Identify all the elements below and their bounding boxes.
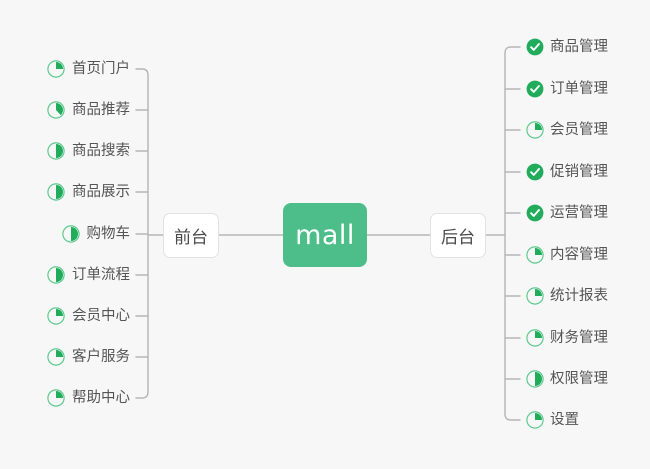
leaf-item-label: 商品管理 bbox=[550, 39, 608, 55]
leaf-item-back-2[interactable]: 会员管理 bbox=[526, 119, 608, 141]
leaf-item-label: 商品推荐 bbox=[72, 102, 130, 118]
leaf-item-label: 财务管理 bbox=[550, 330, 608, 346]
pie-progress-icon bbox=[61, 225, 80, 243]
pie-progress-icon bbox=[47, 101, 65, 119]
check-circle-icon bbox=[526, 38, 544, 56]
leaf-item-front-4[interactable]: 购物车 bbox=[61, 223, 131, 245]
branch-node-back-label: 后台 bbox=[441, 228, 475, 248]
pie-progress-icon bbox=[47, 389, 65, 407]
leaf-item-label: 统计报表 bbox=[550, 288, 608, 304]
leaf-item-front-2[interactable]: 商品搜索 bbox=[47, 140, 130, 162]
leaf-item-label: 购物车 bbox=[86, 226, 131, 242]
check-circle-icon bbox=[526, 163, 544, 181]
left-stub-8 bbox=[135, 391, 149, 399]
leaf-item-back-6[interactable]: 统计报表 bbox=[526, 285, 608, 307]
pie-progress-icon bbox=[526, 329, 544, 347]
pie-progress-icon bbox=[47, 348, 65, 366]
leaf-item-front-7[interactable]: 客户服务 bbox=[47, 346, 130, 368]
left-stub-0 bbox=[135, 68, 149, 76]
leaf-item-back-9[interactable]: 设置 bbox=[526, 409, 579, 431]
leaf-item-back-5[interactable]: 内容管理 bbox=[526, 244, 608, 266]
right-stub-0 bbox=[504, 46, 521, 54]
leaf-item-back-3[interactable]: 促销管理 bbox=[526, 161, 608, 183]
leaf-item-back-0[interactable]: 商品管理 bbox=[526, 36, 608, 58]
pie-progress-icon bbox=[47, 307, 65, 325]
leaf-item-label: 帮助中心 bbox=[72, 390, 130, 406]
pie-progress-icon bbox=[526, 121, 544, 139]
pie-progress-icon bbox=[47, 183, 65, 201]
branch-node-back[interactable]: 后台 bbox=[430, 213, 486, 258]
leaf-item-front-1[interactable]: 商品推荐 bbox=[47, 99, 130, 121]
leaf-item-label: 促销管理 bbox=[550, 164, 608, 180]
pie-progress-icon bbox=[526, 370, 544, 388]
branch-node-front-label: 前台 bbox=[174, 228, 208, 248]
leaf-item-front-5[interactable]: 订单流程 bbox=[47, 264, 130, 286]
leaf-item-label: 客户服务 bbox=[72, 349, 130, 365]
leaf-item-label: 商品搜索 bbox=[72, 143, 130, 159]
leaf-item-label: 会员管理 bbox=[550, 122, 608, 138]
pie-progress-icon bbox=[526, 411, 544, 429]
leaf-item-front-6[interactable]: 会员中心 bbox=[47, 305, 130, 327]
leaf-item-label: 商品展示 bbox=[72, 184, 130, 200]
leaf-item-label: 首页门户 bbox=[72, 61, 130, 77]
pie-progress-icon bbox=[47, 266, 65, 284]
leaf-item-label: 订单管理 bbox=[550, 81, 608, 97]
leaf-item-label: 权限管理 bbox=[550, 371, 608, 387]
center-node-label: mall bbox=[295, 219, 355, 251]
leaf-item-back-4[interactable]: 运营管理 bbox=[526, 202, 608, 224]
leaf-item-label: 会员中心 bbox=[72, 308, 130, 324]
leaf-item-back-1[interactable]: 订单管理 bbox=[526, 78, 608, 100]
leaf-item-back-8[interactable]: 权限管理 bbox=[526, 368, 608, 390]
check-circle-icon bbox=[526, 80, 544, 98]
check-circle-icon bbox=[526, 204, 544, 222]
center-node-mall[interactable]: mall bbox=[283, 203, 367, 267]
pie-progress-icon bbox=[526, 246, 544, 264]
leaf-item-label: 运营管理 bbox=[550, 205, 608, 221]
leaf-item-front-3[interactable]: 商品展示 bbox=[47, 181, 130, 203]
leaf-item-label: 内容管理 bbox=[550, 247, 608, 263]
leaf-item-back-7[interactable]: 财务管理 bbox=[526, 327, 608, 349]
pie-progress-icon bbox=[47, 60, 65, 78]
branch-node-front[interactable]: 前台 bbox=[163, 213, 219, 258]
leaf-item-label: 订单流程 bbox=[72, 267, 130, 283]
leaf-item-front-8[interactable]: 帮助中心 bbox=[47, 387, 130, 409]
leaf-item-front-0[interactable]: 首页门户 bbox=[47, 58, 130, 80]
right-stub-9 bbox=[504, 413, 521, 421]
pie-progress-icon bbox=[526, 287, 544, 305]
pie-progress-icon bbox=[47, 142, 65, 160]
leaf-item-label: 设置 bbox=[550, 412, 579, 428]
